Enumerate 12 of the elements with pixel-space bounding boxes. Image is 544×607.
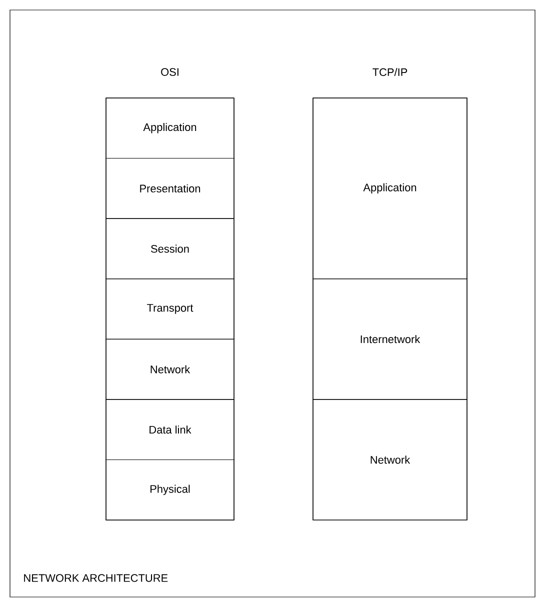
- layer-box: Application: [312, 98, 468, 280]
- layer-box: Presentation: [106, 158, 234, 219]
- layer-box: Data link: [106, 399, 234, 460]
- layer-box: Transport: [106, 278, 234, 340]
- layer-box: Network: [106, 338, 234, 400]
- node-label: TCP/IP: [372, 68, 408, 76]
- layer-box: Internetwork: [312, 278, 468, 400]
- layer-box: Session: [106, 218, 234, 280]
- layer-box: Application: [106, 98, 234, 159]
- layer-box: Physical: [106, 459, 234, 520]
- layer-box: Network: [312, 399, 468, 520]
- node-label: OSI: [161, 68, 178, 76]
